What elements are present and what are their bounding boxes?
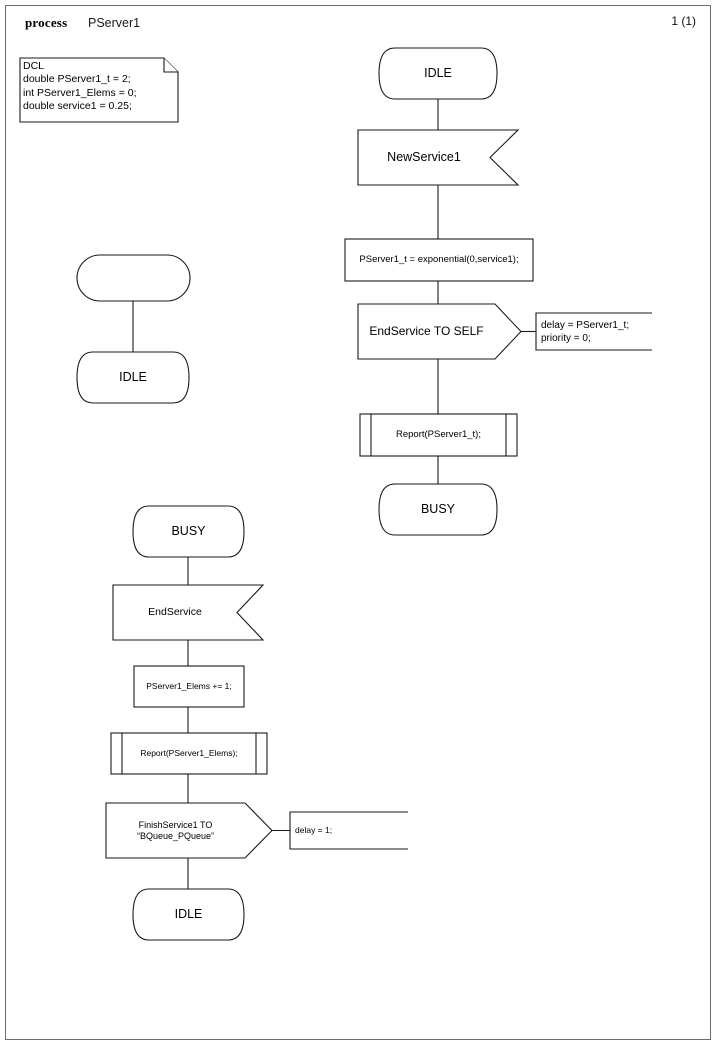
input-newservice1-shape: [357, 129, 520, 186]
state-busy-right-shape: [378, 483, 498, 536]
state-idle-top-label: IDLE: [424, 65, 452, 80]
output-endservice-self-shape: [357, 303, 522, 360]
process-name: PServer1: [88, 16, 141, 30]
comment-delay1-shape: [289, 811, 408, 850]
page-border: [5, 5, 711, 1040]
state-idle-bottom-label: IDLE: [174, 906, 203, 921]
task-exponential-shape: [344, 238, 534, 282]
procedure-report-elems-label: Report(PServer1_Elems);: [140, 748, 238, 759]
task-exponential-label: PServer1_t = exponential(0,service1);: [359, 254, 519, 266]
output-finishservice1-shape: [105, 802, 273, 859]
output-endservice-self-label: EndService TO SELF: [369, 324, 484, 339]
page-number: 1 (1): [671, 14, 696, 28]
input-newservice1-label: NewService1: [387, 149, 461, 164]
start-symbol-label: [77, 255, 190, 301]
input-endservice-label: EndService: [148, 606, 202, 619]
procedure-report-elems-shape: [110, 732, 268, 775]
state-busy-right-label: BUSY: [420, 501, 456, 516]
state-busy-bottom-shape: [132, 505, 245, 558]
state-idle-mid-shape: [76, 351, 190, 404]
state-idle-mid-label: IDLE: [119, 369, 147, 384]
comment-delay-priority-text: delay = PServer1_t; priority = 0;: [541, 319, 630, 345]
procedure-report-t-label: Report(PServer1_t);: [395, 429, 481, 441]
task-increment-shape: [133, 665, 245, 708]
dcl-note-fold: [163, 58, 178, 73]
dcl-note-shape: [19, 57, 179, 123]
state-idle-bottom-shape: [132, 888, 245, 941]
output-finishservice1-label: FinishService1 TO “BQueue_PQueue”: [136, 819, 215, 841]
state-idle-top-shape: [378, 47, 498, 100]
input-endservice-shape: [112, 584, 265, 641]
process-keyword: process: [25, 15, 68, 30]
comment-delay1-text: delay = 1;: [295, 824, 333, 835]
comment-delay-priority-shape: [535, 312, 652, 351]
state-busy-bottom-label: BUSY: [171, 523, 206, 538]
task-increment-label: PServer1_Elems += 1;: [146, 681, 232, 692]
dcl-note-text: DCL double PServer1_t = 2; int PServer1_…: [23, 60, 137, 113]
